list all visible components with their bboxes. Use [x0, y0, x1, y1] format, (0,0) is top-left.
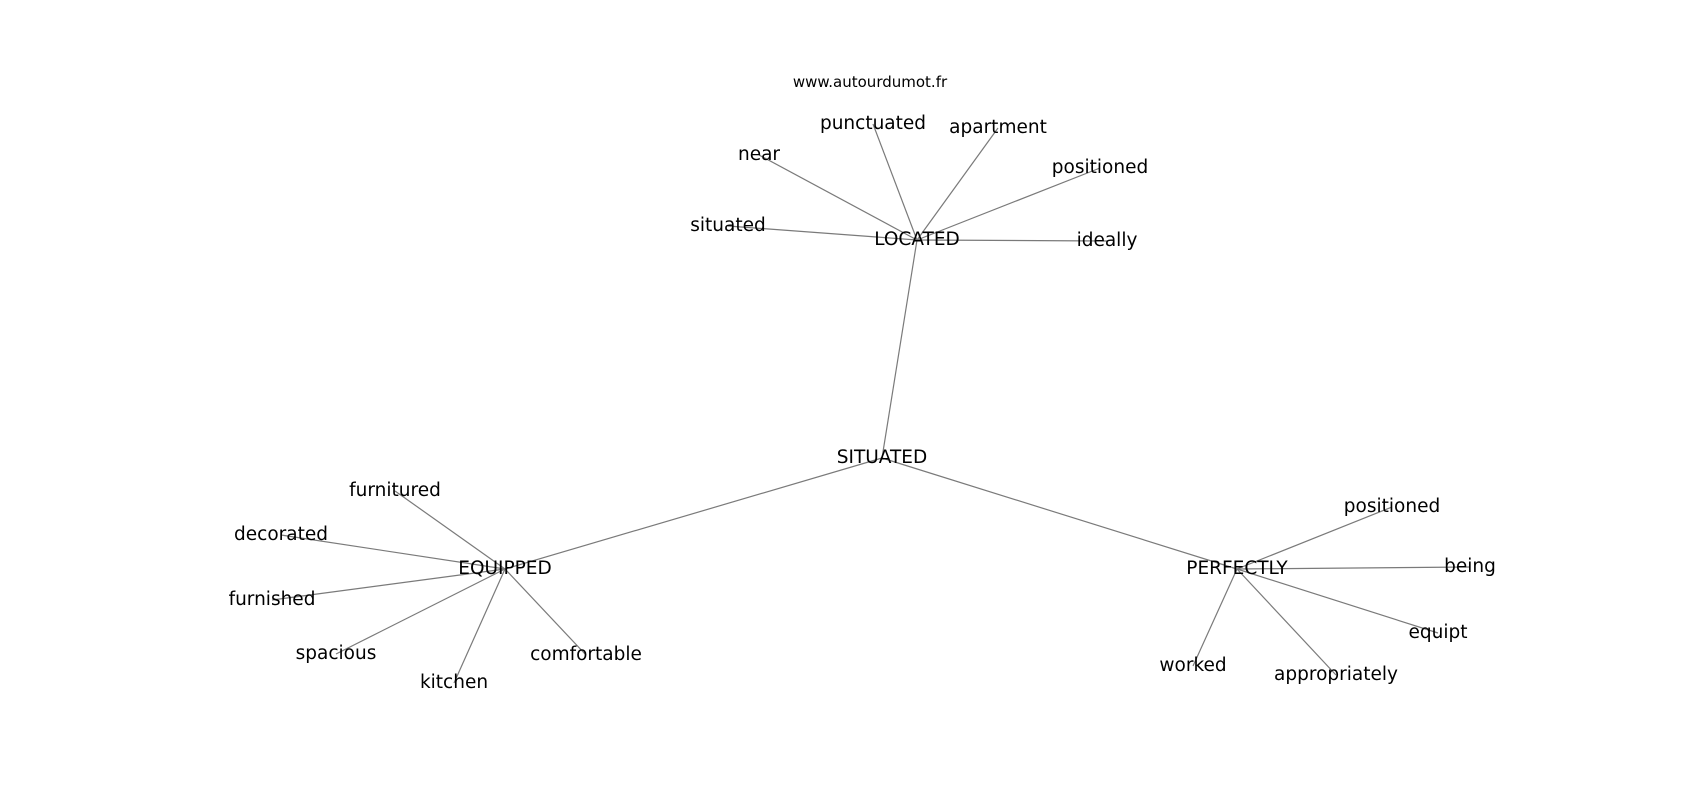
node-equipt: equipt [1408, 621, 1468, 643]
edge-equipped-furnitured [394, 490, 506, 570]
edge-located-punctuated [872, 123, 918, 241]
node-near: near [737, 143, 781, 165]
node-situated-hub: SITUATED [836, 446, 928, 468]
edge-equipped-spacious [335, 568, 506, 655]
edge-equipped-decorated [280, 534, 506, 570]
node-spacious: spacious [295, 642, 377, 664]
node-kitchen: kitchen [419, 671, 489, 693]
edge-located-positioned_1 [916, 167, 1101, 241]
node-being: being [1444, 555, 1496, 577]
node-situated-leaf: situated [690, 214, 766, 236]
node-positioned-2: positioned [1343, 495, 1441, 517]
node-furnitured: furnitured [349, 479, 441, 501]
node-worked: worked [1159, 654, 1227, 676]
node-located: LOCATED [874, 228, 960, 250]
edge-perfectly-positioned_2 [1236, 506, 1393, 570]
edge-equipped-furnished [271, 568, 506, 601]
edge-situated_hub-perfectly [881, 457, 1238, 570]
edge-situated_hub-equipped [504, 457, 883, 570]
edge-equipped-kitchen [453, 568, 506, 684]
edge-equipped-comfortable [504, 568, 587, 656]
node-decorated: decorated [234, 523, 328, 545]
node-comfortable: comfortable [530, 643, 642, 665]
edge-perfectly-being [1236, 566, 1471, 570]
watermark-text: www.autourdumot.fr [792, 73, 948, 91]
edge-located-situated_leaf [727, 225, 918, 241]
node-punctuated: punctuated [819, 112, 927, 134]
edge-perfectly-equipt [1236, 568, 1439, 634]
edge-perfectly-appropriately [1236, 568, 1337, 676]
edge-perfectly-worked [1192, 568, 1238, 667]
node-apartment: apartment [949, 116, 1047, 138]
edge-located-apartment [916, 127, 999, 241]
node-perfectly: PERFECTLY [1186, 557, 1288, 579]
edge-located-near [758, 154, 918, 241]
node-positioned-1: positioned [1051, 156, 1149, 178]
node-furnished: furnished [228, 588, 316, 610]
node-ideally: ideally [1076, 229, 1138, 251]
node-equipped: EQUIPPED [458, 557, 552, 579]
edge-situated_hub-located [881, 239, 918, 459]
edge-located-ideally [916, 239, 1108, 242]
node-appropriately: appropriately [1274, 663, 1398, 685]
